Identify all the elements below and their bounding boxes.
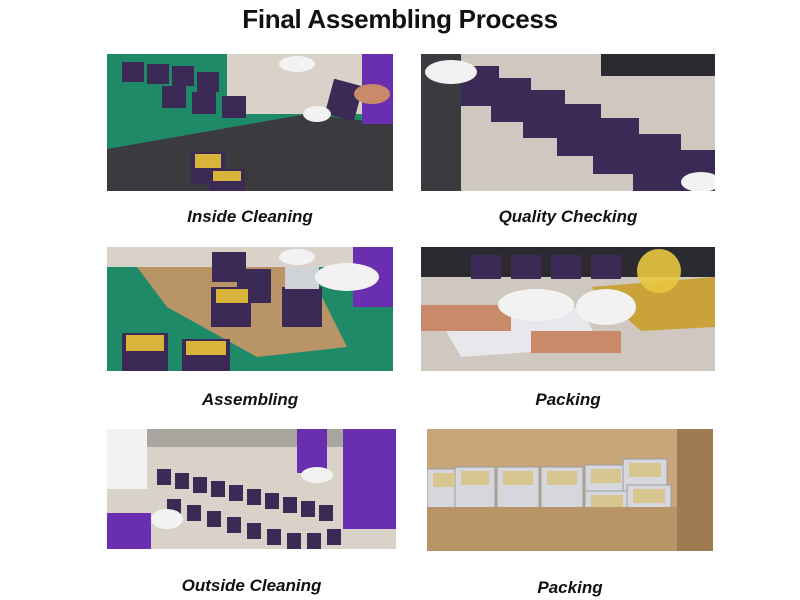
caption-outside-cleaning: Outside Cleaning (181, 576, 322, 595)
photo-assembling (107, 247, 393, 371)
photo-outside-cleaning (107, 429, 396, 549)
caption-packing-2: Packing (537, 578, 603, 597)
caption-packing-1: Packing (535, 390, 601, 409)
photo-quality-checking (421, 54, 715, 191)
photo-packing-2 (427, 429, 713, 551)
caption-quality-checking: Quality Checking (498, 207, 638, 226)
page-title: Final Assembling Process (242, 4, 558, 34)
caption-assembling: Assembling (201, 390, 299, 409)
photo-packing-1 (421, 247, 715, 371)
caption-inside-cleaning: Inside Cleaning (187, 207, 313, 226)
photo-inside-cleaning (107, 54, 393, 191)
